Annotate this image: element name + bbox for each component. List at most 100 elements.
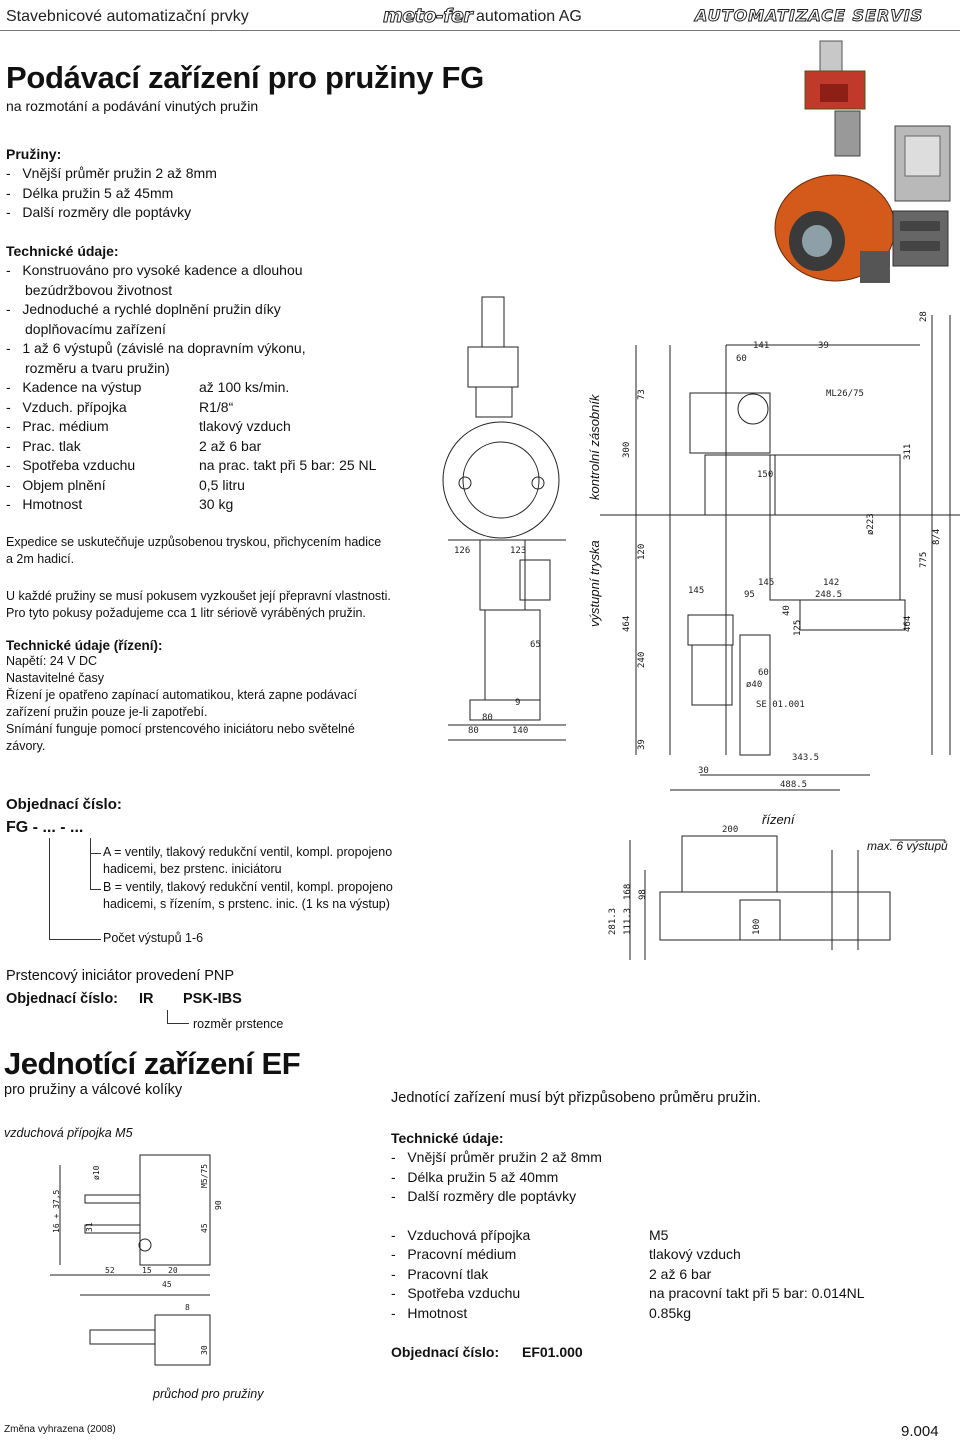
dim-label: 145 [688,586,704,596]
ef-dim: 16 + 37,5 [52,1189,61,1233]
dim-label: 488.5 [780,780,807,790]
ef-dim: 20 [168,1266,178,1275]
drawing-part [467,346,519,388]
option-b-line: hadicemi, s řízením, s prstenc. inic. (1… [103,897,390,911]
dim-label: 343.5 [792,753,819,763]
label-max-outputs: max. 6 výstupů [867,839,948,853]
drawing-part [154,1314,211,1366]
dim-label: 300 [622,441,632,458]
option-a-line: hadicemi, bez prstenc. iniciátoru [103,862,282,876]
ef-air-label: vzduchová přípojka M5 [4,1126,133,1140]
drawing-part [138,1238,152,1252]
control-drawing: 200 [629,825,945,960]
pnp-note: rozměr prstence [193,1017,284,1031]
ef-note: Jednotící zařízení musí být přizpůsobeno… [391,1090,761,1106]
tech-line: - Jednoduché a rychlé doplnění pružin dí… [6,301,281,317]
fg-title: Podávací zařízení pro pružiny FG [6,60,484,95]
dim-label: 140 [512,726,528,736]
tech-line: - 1 až 6 výstupů (závislé na dopravním v… [6,340,306,356]
expedice-line: Expedice se uskutečňuje uzpůsobenou trys… [6,535,382,549]
dim-label: 464 [903,615,913,632]
ef-dim: 52 [105,1266,115,1275]
drawing-part [484,609,541,701]
fg-technical-drawing: 141 39 60 ML26/75 150 126 123 145 145 14… [442,296,960,791]
pnp-ir: IR [139,991,154,1007]
control-heading: Technické údaje (řízení): [6,638,163,653]
control-line: Napětí: 24 V DC [6,654,98,668]
drawing-part [531,476,545,490]
order-bracket [90,838,91,890]
footer-left: Změna vyhrazena (2008) [4,1424,116,1435]
pnp-title: Prstencový iniciátor provedení PNP [6,968,235,984]
control-line: závory. [6,739,46,753]
option-b: B = ventily, tlakový redukční ventil, ko… [103,879,393,913]
dim-label: 60 [758,668,769,678]
order-bracket [90,853,101,854]
ef-dim: 15 [142,1266,152,1275]
order-bracket [90,889,101,890]
test-line: U každé pružiny se musí pokusem vyzkouše… [6,589,391,603]
drawing-part [739,899,781,941]
tech-line: bezúdržbovou životnost [25,281,173,298]
dim-label: 100 [752,918,762,935]
dim-label: 141 [753,341,769,351]
springs-block: Pružiny: - Vnější průměr pružin 2 až 8mm… [6,146,217,223]
drawing-part [84,1194,141,1204]
pnp-order-label: Objednací číslo: [6,991,118,1007]
dim-label: 65 [530,640,541,650]
ef-dim: 31 [85,1222,94,1232]
ef-dim: 90 [214,1200,223,1210]
dim-label: 240 [637,651,647,668]
dim-label: 142 [823,578,839,588]
tech-line: rozměru a tvaru pružin) [25,359,170,376]
drawing-part [519,559,551,601]
label-rizeni: řízení [762,812,795,827]
drawing-part [481,296,505,348]
control-block: Technické údaje (řízení): Napětí: 24 V D… [6,638,436,755]
drawing-part [475,386,513,418]
dim-label: 464 [622,615,632,632]
test-line: Pro tyto pokusy požadujeme cca 1 litr sé… [6,606,366,620]
dim-label: 39 [818,341,829,351]
dim-label: 311 [903,443,913,460]
header-left: Stavebnicové automatizační prvky [6,8,249,25]
control-line: Nastavitelné časy [6,671,104,685]
dim-label: 775 [919,551,929,568]
ef-dim: 45 [200,1223,209,1233]
option-a-line: A = ventily, tlakový redukční ventil, ko… [103,845,393,859]
page-number: 9.004 [901,1423,939,1440]
order-code: FG - ... - ... [6,819,84,836]
dim-label: 39 [637,739,647,750]
header-rule [0,30,960,31]
dim-label: 281.3 [608,907,618,935]
label-vystupni: výstupní tryska [587,540,602,627]
header-right-logo: AUTOMATIZACE SERVIS [694,6,924,26]
drawing-part [89,1329,156,1345]
dim-label: 40 [782,605,792,616]
drawing-part [704,454,776,516]
tech-line: - Konstruováno pro vysoké kadence a dlou… [6,262,303,278]
option-a: A = ventily, tlakový redukční ventil, ko… [103,844,392,878]
drawing-part [799,599,906,631]
drawing-part [84,1224,141,1234]
fg-subtitle: na rozmotání a podávání vinutých pružin [6,98,259,114]
dim-label: 8/4 [932,528,942,545]
dim-label: 123 [510,546,526,556]
dim-label: 111.3 [623,907,633,935]
company-name: automation AG [476,8,582,25]
ef-dim: 30 [200,1345,209,1355]
springs-heading: Pružiny: [6,146,62,162]
drawing-part [681,835,778,893]
company-logo: meto-fer [382,5,473,28]
ef-dim: ø10 [92,1165,101,1180]
